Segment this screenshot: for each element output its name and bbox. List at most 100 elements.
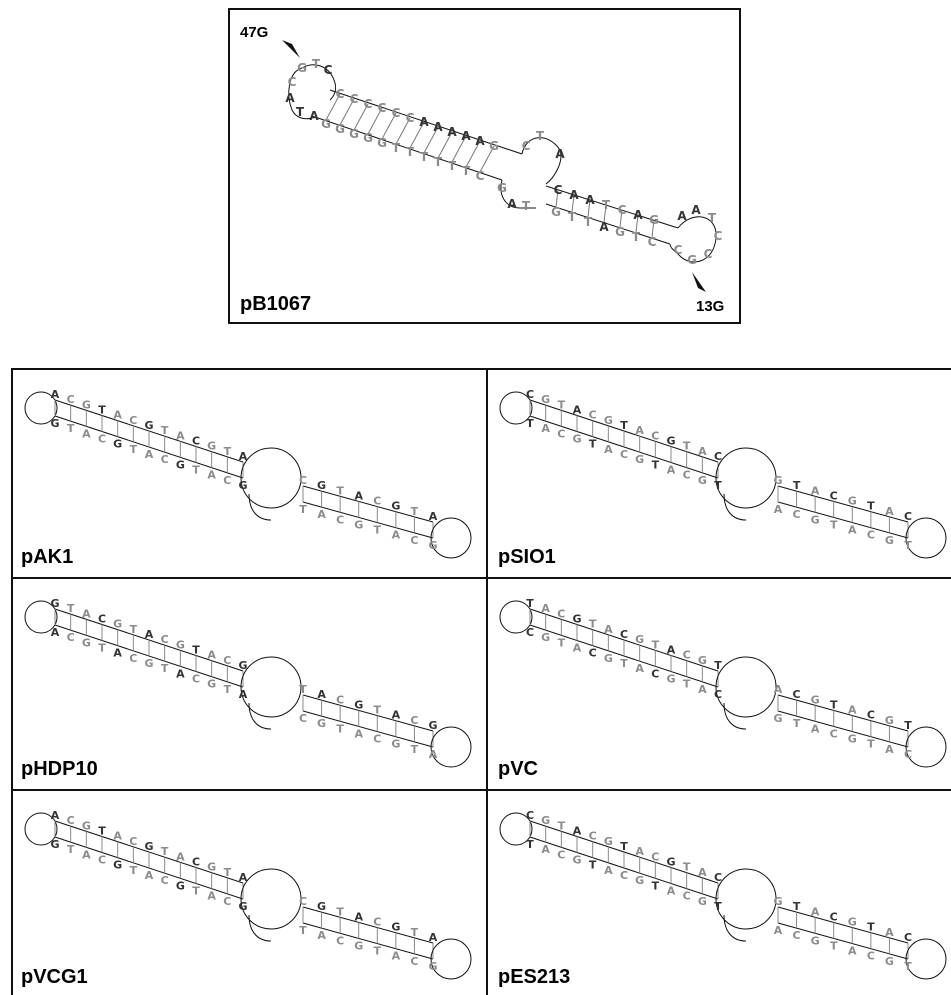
svg-text:T: T: [683, 861, 691, 874]
svg-text:A: A: [774, 683, 783, 696]
svg-text:C: C: [648, 235, 657, 249]
svg-text:A: A: [541, 602, 550, 615]
svg-text:T: T: [130, 443, 138, 456]
svg-text:A: A: [573, 825, 582, 838]
svg-text:C: C: [793, 929, 801, 942]
svg-text:C: C: [830, 910, 838, 923]
svg-text:A: A: [698, 866, 707, 879]
svg-text:C: C: [373, 916, 381, 929]
svg-text:A: A: [176, 667, 185, 680]
svg-text:G: G: [773, 474, 782, 487]
svg-text:G: G: [428, 960, 437, 973]
svg-text:A: A: [774, 924, 783, 937]
svg-text:G: G: [428, 539, 437, 552]
svg-text:C: C: [589, 830, 597, 843]
svg-text:G: G: [238, 479, 247, 492]
svg-text:T: T: [130, 623, 138, 636]
svg-text:C: C: [704, 247, 713, 261]
svg-text:A: A: [51, 809, 60, 822]
svg-text:G: G: [82, 636, 91, 649]
svg-text:G: G: [635, 874, 644, 887]
grid-divider-row2: [11, 789, 951, 791]
svg-text:C: C: [557, 848, 565, 861]
svg-text:T: T: [67, 422, 75, 435]
svg-text:T: T: [299, 683, 307, 696]
svg-text:T: T: [714, 659, 722, 672]
svg-text:C: C: [557, 427, 565, 440]
svg-text:A: A: [429, 748, 438, 761]
svg-text:A: A: [667, 464, 676, 477]
svg-text:G: G: [144, 840, 153, 853]
svg-text:A: A: [285, 91, 295, 105]
svg-text:C: C: [350, 92, 359, 106]
svg-text:G: G: [50, 597, 59, 610]
svg-text:T: T: [374, 945, 382, 958]
svg-text:C: C: [223, 895, 231, 908]
svg-text:T: T: [793, 900, 801, 913]
svg-text:A: A: [392, 950, 401, 963]
svg-text:A: A: [461, 129, 471, 143]
svg-text:T: T: [374, 524, 382, 537]
svg-text:T: T: [558, 398, 566, 411]
svg-text:A: A: [113, 830, 122, 843]
svg-text:T: T: [708, 211, 717, 225]
svg-text:A: A: [667, 885, 676, 898]
svg-text:A: A: [667, 644, 676, 657]
svg-text:A: A: [811, 722, 820, 735]
svg-text:C: C: [364, 97, 373, 111]
svg-text:T: T: [526, 597, 534, 610]
svg-text:C: C: [867, 709, 875, 722]
svg-text:G: G: [176, 458, 185, 471]
svg-text:A: A: [447, 125, 457, 139]
svg-text:C: C: [373, 733, 381, 746]
svg-text:C: C: [192, 673, 200, 686]
svg-text:T: T: [192, 644, 200, 657]
svg-text:G: G: [238, 659, 247, 672]
svg-text:T: T: [462, 164, 471, 178]
svg-text:C: C: [67, 631, 75, 644]
svg-text:A: A: [433, 120, 443, 134]
svg-text:C: C: [589, 409, 597, 422]
structure-grid: [11, 368, 951, 995]
svg-text:T: T: [683, 440, 691, 453]
svg-text:T: T: [161, 424, 169, 437]
svg-text:C: C: [867, 950, 875, 963]
svg-text:C: C: [336, 513, 344, 526]
svg-text:T: T: [161, 845, 169, 858]
svg-text:T: T: [558, 636, 566, 649]
svg-text:G: G: [428, 719, 437, 732]
svg-text:A: A: [51, 626, 60, 639]
svg-text:C: C: [620, 628, 628, 641]
svg-text:G: G: [207, 440, 216, 453]
svg-text:C: C: [67, 393, 75, 406]
svg-text:A: A: [604, 623, 613, 636]
svg-text:A: A: [145, 869, 154, 882]
svg-text:C: C: [161, 453, 169, 466]
svg-text:T: T: [420, 150, 429, 164]
panel-label: pVCG1: [21, 966, 88, 988]
svg-text:G: G: [635, 633, 644, 646]
svg-text:C: C: [674, 243, 683, 257]
svg-text:C: C: [161, 633, 169, 646]
svg-text:T: T: [312, 57, 321, 71]
svg-text:G: G: [349, 127, 359, 141]
svg-text:A: A: [354, 910, 363, 923]
svg-text:T: T: [130, 864, 138, 877]
svg-text:T: T: [392, 141, 401, 155]
svg-text:C: C: [526, 388, 534, 401]
svg-text:C: C: [378, 101, 387, 115]
svg-text:A: A: [317, 688, 326, 701]
svg-text:G: G: [317, 717, 326, 730]
svg-text:C: C: [299, 474, 307, 487]
svg-text:A: A: [885, 926, 894, 939]
svg-text:T: T: [411, 926, 419, 939]
svg-text:A: A: [429, 510, 438, 523]
svg-text:C: C: [223, 474, 231, 487]
svg-text:T: T: [161, 662, 169, 675]
svg-text:A: A: [429, 931, 438, 944]
svg-text:A: A: [811, 484, 820, 497]
svg-text:C: C: [98, 613, 106, 626]
